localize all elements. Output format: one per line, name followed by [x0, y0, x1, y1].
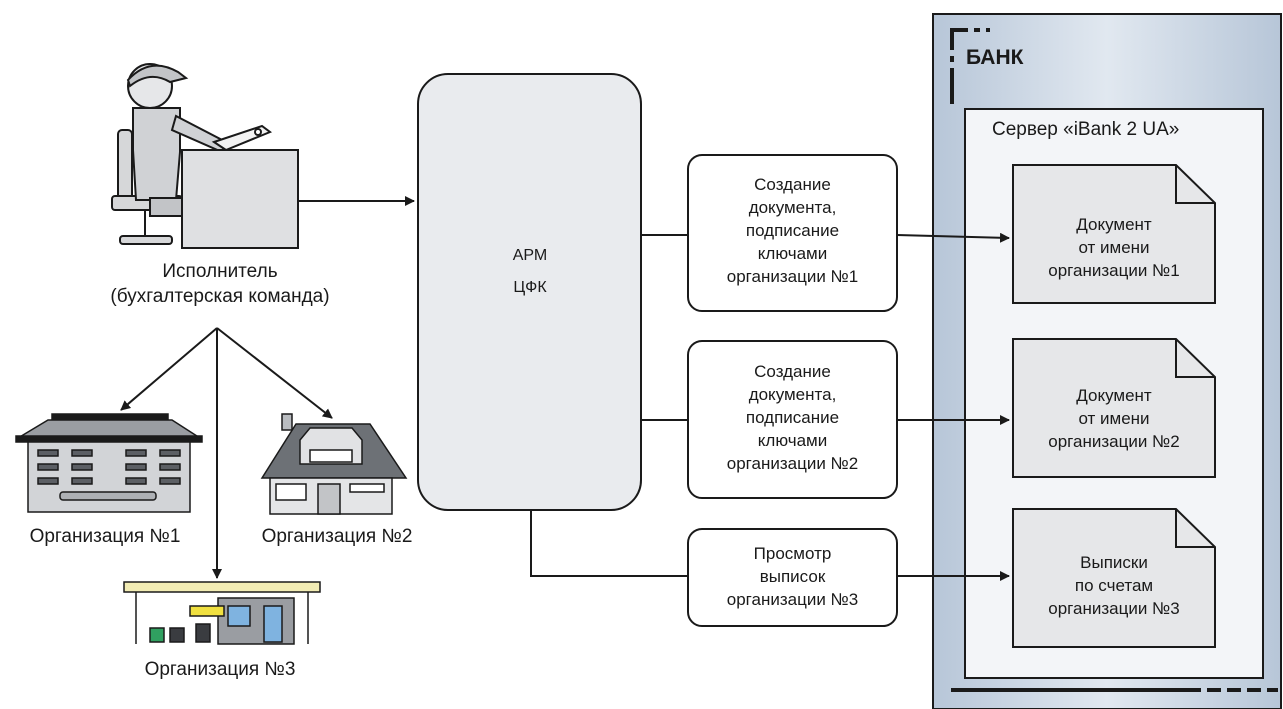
arm-box [417, 73, 642, 511]
org3-label: Организация №3 [144, 659, 296, 680]
connector-performer-to-org1 [120, 327, 218, 411]
bank-corner-mark [950, 28, 990, 104]
arm-label-line1: АРМ [512, 247, 548, 264]
performer-label: Исполнитель (бухгалтерская команда) [110, 261, 330, 307]
connector-action1-to-doc1 [896, 232, 1010, 243]
doc3-label: Выписки по счетам организации №3 [1048, 553, 1180, 618]
server-title: Сервер «iBank 2 UA» [992, 119, 1180, 140]
action2-label: Создание документа, подписание ключами о… [726, 362, 859, 473]
action1-label: Создание документа, подписание ключами о… [726, 175, 859, 286]
action-box-3 [687, 528, 898, 627]
arm-label-line2: ЦФК [513, 279, 547, 296]
house-icon [260, 413, 408, 515]
action-box-1 [687, 154, 898, 312]
connector-arm-to-action3 [530, 510, 688, 577]
document-1 [1012, 164, 1216, 304]
connector-performer-to-org2 [216, 327, 333, 419]
doc2-label: Документ от имени организации №2 [1048, 386, 1180, 451]
person-at-desk-icon [111, 63, 299, 249]
document-3 [1012, 508, 1216, 648]
gas-station-icon [123, 581, 321, 645]
doc1-label: Документ от имени организации №1 [1048, 215, 1180, 280]
document-2 [1012, 338, 1216, 478]
action3-label: Просмотр выписок организации №3 [726, 544, 859, 609]
org2-label: Организация №2 [261, 526, 413, 547]
org1-label: Организация №1 [29, 526, 181, 547]
bank-title: БАНК [966, 46, 1024, 69]
office-building-icon [15, 413, 203, 513]
